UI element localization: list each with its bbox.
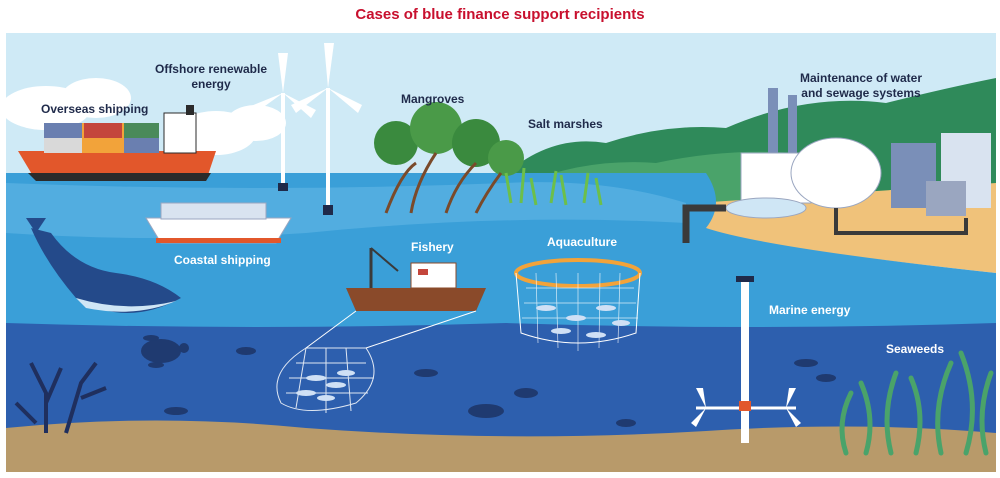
page-title: Cases of blue finance support recipients xyxy=(355,6,645,23)
overseas-ship-icon xyxy=(18,105,216,181)
coral-icon xyxy=(14,361,107,434)
label-offshore-renewable-energy-line1: Offshore renewable xyxy=(155,62,267,76)
cloud-icon xyxy=(6,78,286,155)
label-mangroves: Mangroves xyxy=(401,92,465,106)
whale-icon xyxy=(26,218,181,313)
label-coastal-shipping: Coastal shipping xyxy=(174,253,271,267)
salt-marsh-icon xyxy=(504,167,603,206)
fish-school-icon xyxy=(296,305,630,401)
label-offshore-renewable-energy-line2: energy xyxy=(191,77,231,91)
label-water-sewage-line2: and sewage systems xyxy=(801,86,921,100)
sea-turtle-icon xyxy=(141,335,189,368)
ocean-scene-illustration: Overseas shipping Offshore renewable ene… xyxy=(6,33,996,472)
label-seaweeds: Seaweeds xyxy=(886,342,944,356)
fishing-boat-icon xyxy=(305,247,486,349)
fish-icon xyxy=(164,347,836,427)
seaweed-icon xyxy=(839,350,994,456)
label-fishery: Fishery xyxy=(411,240,454,254)
label-salt-marshes: Salt marshes xyxy=(528,117,603,131)
marine-energy-turbine-icon xyxy=(691,276,801,443)
fishing-net-icon xyxy=(276,347,375,413)
label-marine-energy: Marine energy xyxy=(769,303,851,317)
label-aquaculture: Aquaculture xyxy=(547,235,617,249)
water-treatment-plant-icon xyxy=(682,88,991,243)
coastal-ship-icon xyxy=(145,202,292,244)
wind-turbine-icon xyxy=(281,88,330,213)
label-water-sewage-line1: Maintenance of water xyxy=(800,71,922,85)
label-overseas-shipping: Overseas shipping xyxy=(41,102,148,116)
mangrove-icon xyxy=(374,102,524,214)
